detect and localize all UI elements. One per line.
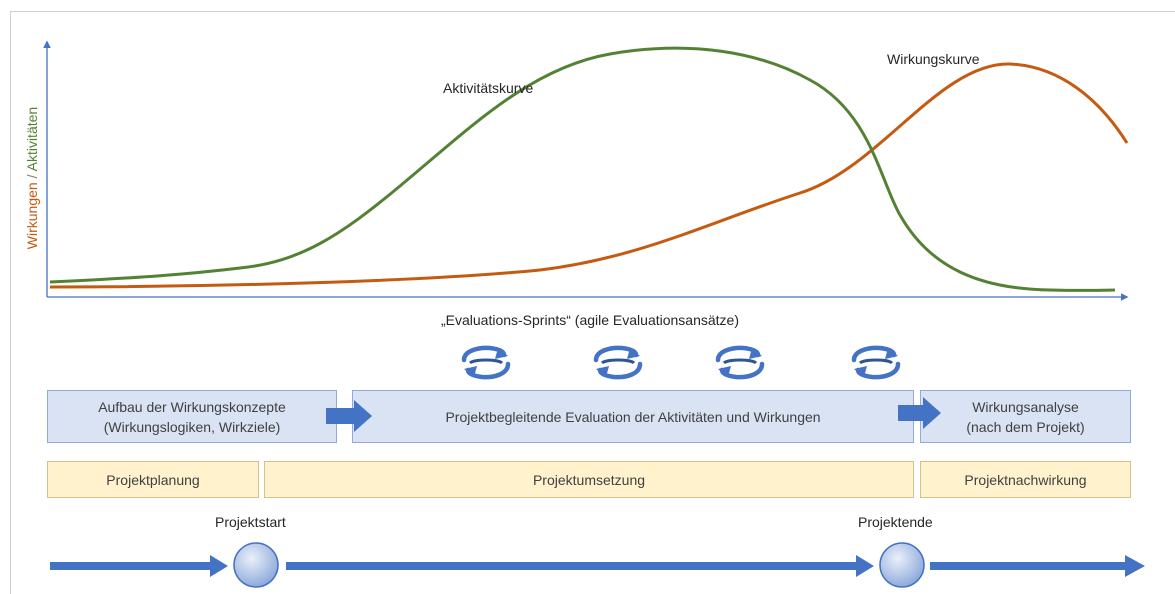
stage-box-aftereffect: Projektnachwirkung (920, 461, 1131, 498)
y-axis-label-activities: Aktivitäten (24, 106, 40, 172)
frame-left-border (10, 11, 11, 594)
phase-label-analysis: Wirkungsanalyse (nach dem Projekt) (966, 398, 1085, 435)
phase-box-analysis: Wirkungsanalyse (nach dem Projekt) (920, 390, 1131, 443)
sprint-icon-3 (718, 348, 762, 377)
stage-label-implementation: Projektumsetzung (532, 471, 646, 488)
y-axis-label: Wirkungen / Aktivitäten (24, 88, 44, 268)
stage-box-planning: Projektplanung (47, 461, 259, 498)
sprint-icon-2 (596, 348, 640, 377)
milestone-start-label: Projektstart (215, 514, 286, 530)
milestone-end-marker (879, 542, 925, 588)
sprints-title: „Evaluations-Sprints“ (agile Evaluations… (440, 312, 740, 328)
timeline-bar-2 (286, 562, 856, 570)
frame-top-border (10, 11, 1175, 12)
phase-box-evaluation: Projektbegleitende Evaluation der Aktivi… (352, 390, 914, 443)
impact-curve-label: Wirkungskurve (887, 51, 980, 67)
activity-curve (49, 46, 1116, 292)
timeline-arrow-3 (930, 555, 1145, 577)
impact-curve (49, 62, 1129, 289)
milestone-end-label: Projektende (858, 514, 933, 530)
activity-curve-label: Aktivitätskurve (443, 80, 534, 96)
phase-label-concept: Aufbau der Wirkungskonzepte (Wirkungslog… (98, 398, 286, 435)
sprint-icon-1 (464, 348, 508, 377)
sprint-icon-4 (854, 348, 898, 377)
stage-box-implementation: Projektumsetzung (264, 461, 914, 498)
timeline-arrow-2-head (856, 555, 874, 577)
stage-label-aftereffect: Projektnachwirkung (964, 471, 1087, 488)
timeline-arrow-1 (50, 555, 228, 577)
stage-label-planning: Projektplanung (106, 471, 200, 488)
y-axis-label-impacts: Wirkungen (24, 182, 40, 250)
milestone-start-marker (233, 542, 279, 588)
phase-box-concept: Aufbau der Wirkungskonzepte (Wirkungslog… (47, 390, 337, 443)
phase-label-evaluation: Projektbegleitende Evaluation der Aktivi… (445, 408, 821, 425)
y-axis-label-separator: / (24, 171, 40, 183)
